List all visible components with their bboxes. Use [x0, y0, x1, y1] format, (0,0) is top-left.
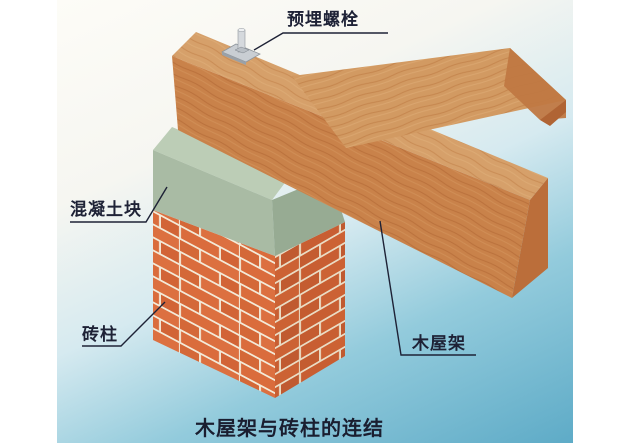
anchor-bolt-icon: [221, 28, 261, 65]
label-timber-truss: 木屋架: [412, 334, 466, 354]
diagram-title: 木屋架与砖柱的连结: [195, 416, 384, 440]
leader-line-timber-truss: [379, 220, 476, 356]
label-concrete-block: 混凝土块: [70, 200, 142, 220]
leader-line-concrete-block: [70, 186, 168, 223]
label-anchor-bolt: 预埋螺栓: [287, 10, 359, 30]
label-brick-column: 砖柱: [82, 325, 118, 345]
leader-line-anchor-bolt: [253, 32, 388, 51]
leader-line-brick-column: [82, 301, 166, 347]
brick-column: [153, 210, 345, 398]
timber-rafter: [292, 48, 566, 148]
leader-lines: [70, 32, 476, 356]
